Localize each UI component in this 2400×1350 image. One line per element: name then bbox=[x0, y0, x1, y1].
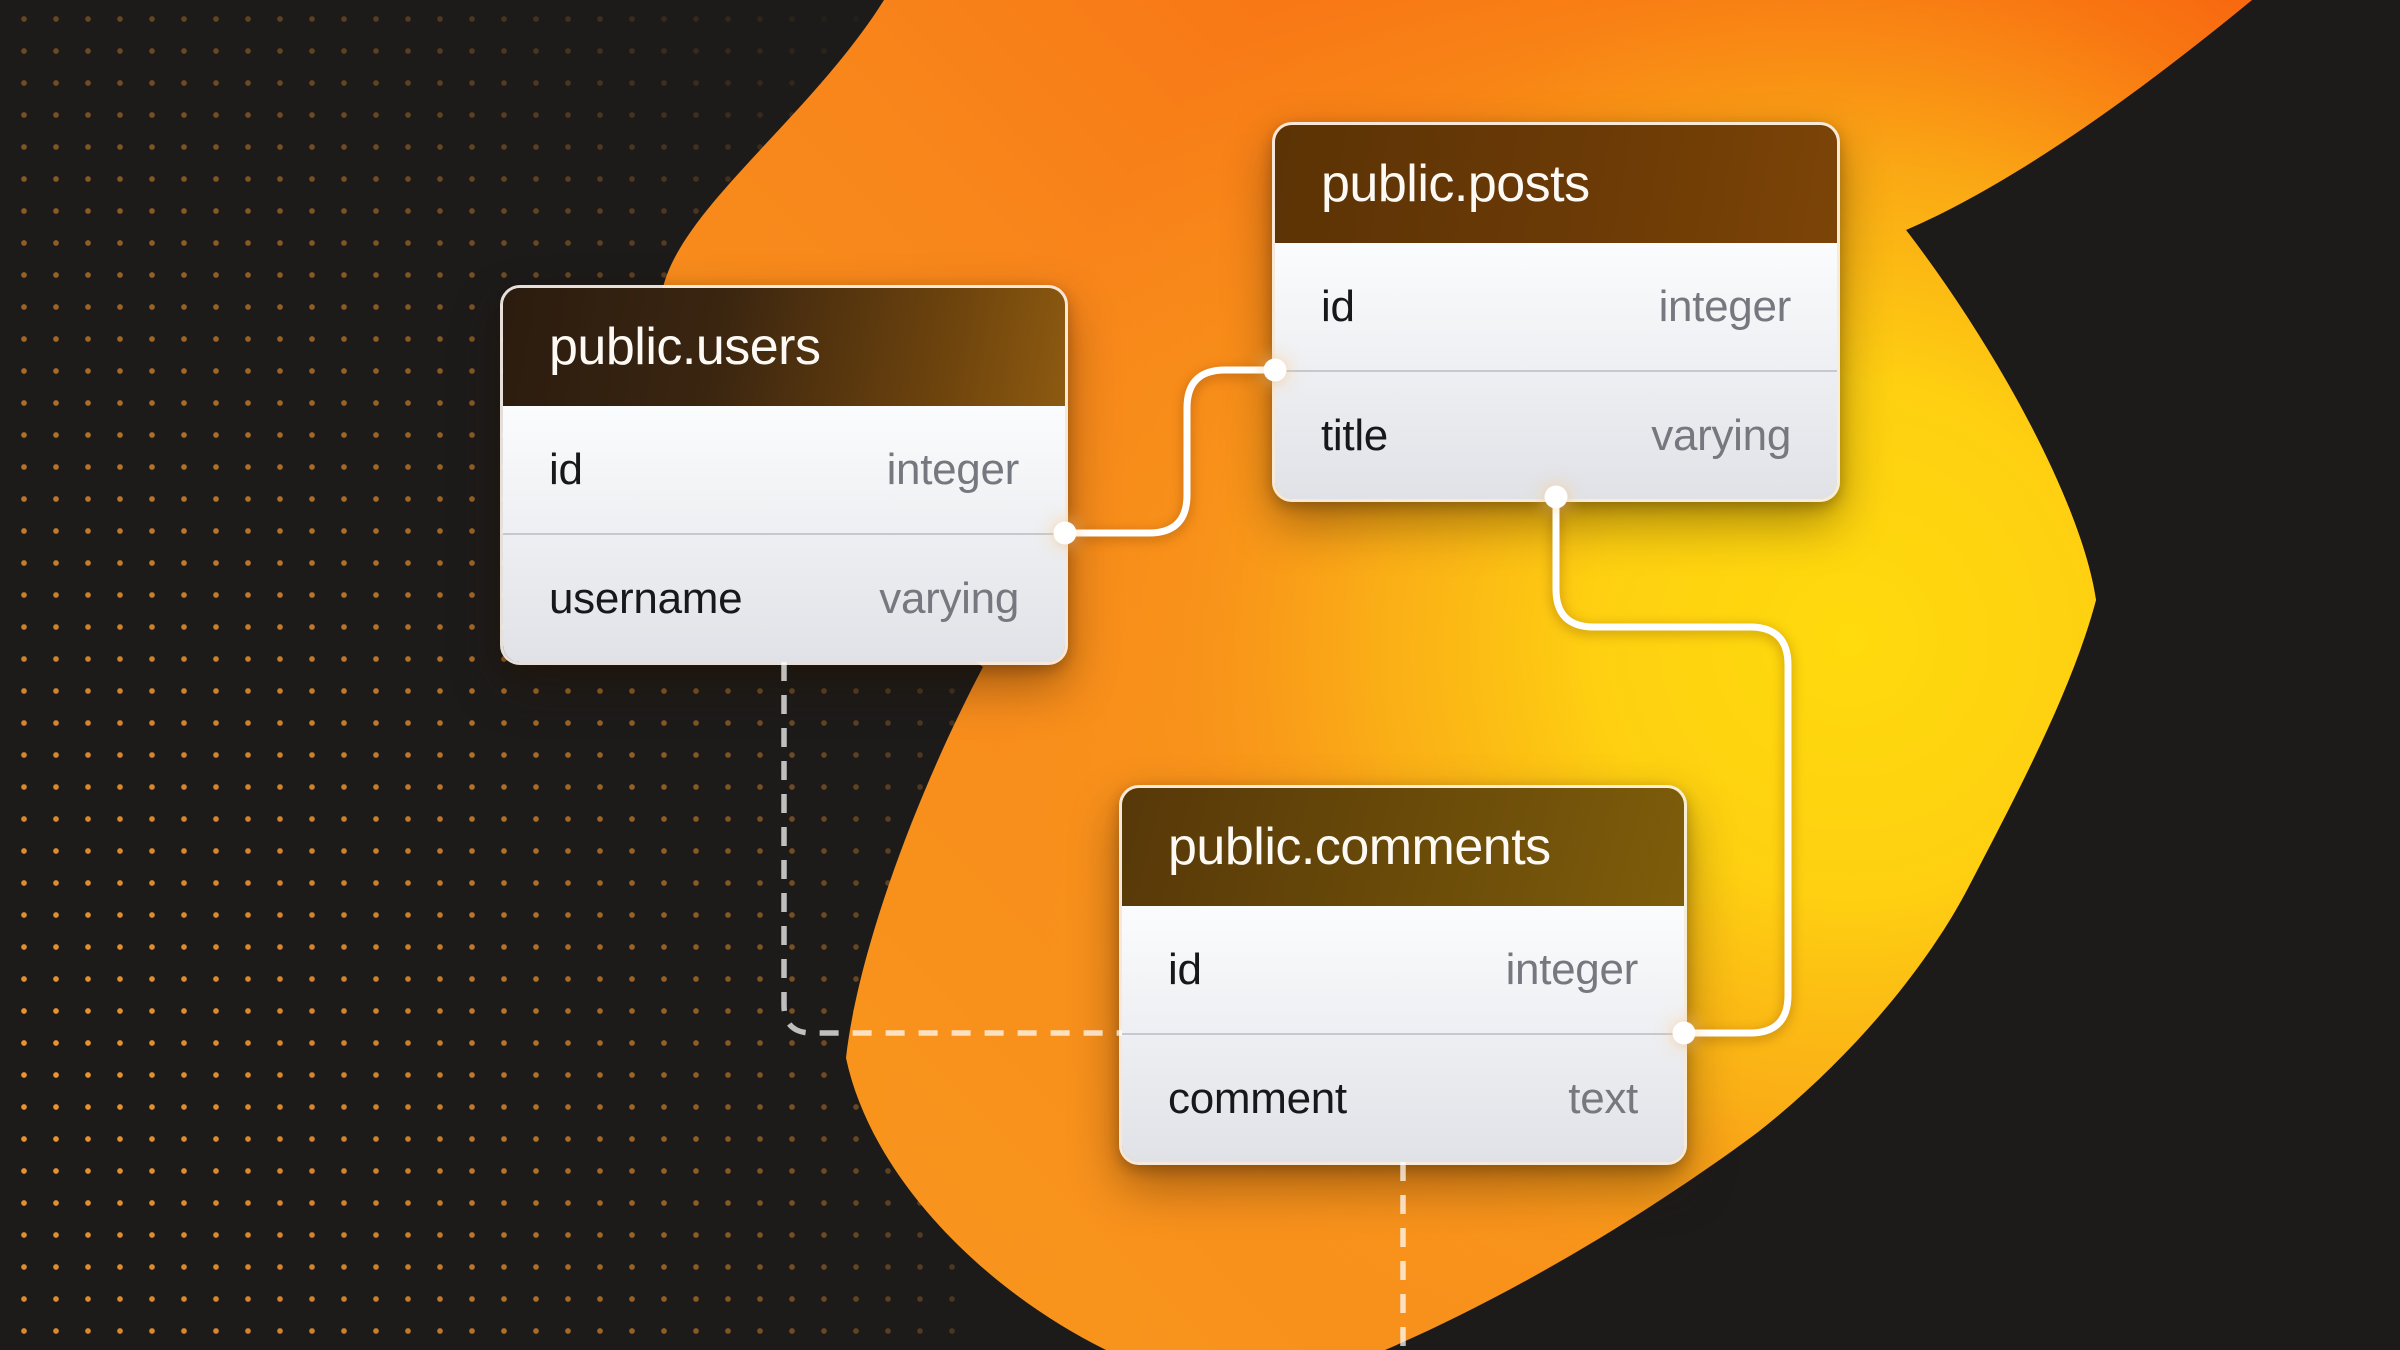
dot-grid-pattern bbox=[0, 0, 960, 1350]
table-header-posts: public.posts bbox=[1275, 125, 1837, 243]
column-row: id integer bbox=[1275, 243, 1837, 370]
column-type: integer bbox=[886, 444, 1020, 494]
column-name: title bbox=[1321, 410, 1388, 460]
connection-point-dot-posts-bottom[interactable] bbox=[1544, 485, 1568, 509]
connection-point-dot-posts-left[interactable] bbox=[1263, 358, 1287, 382]
connection-point-dot-comments-right[interactable] bbox=[1672, 1021, 1696, 1045]
column-type: varying bbox=[879, 573, 1019, 623]
column-type: integer bbox=[1658, 281, 1792, 331]
column-row: username varying bbox=[503, 533, 1065, 662]
table-title: public.comments bbox=[1168, 818, 1551, 876]
table-title: public.users bbox=[549, 318, 821, 376]
column-name: username bbox=[549, 573, 743, 623]
table-header-users: public.users bbox=[503, 288, 1065, 406]
column-row: id integer bbox=[503, 406, 1065, 533]
column-row: title varying bbox=[1275, 370, 1837, 499]
column-name: id bbox=[1168, 944, 1202, 994]
column-name: comment bbox=[1168, 1073, 1347, 1123]
table-body-users: id integer username varying bbox=[503, 406, 1065, 662]
table-node-comments[interactable]: public.comments id integer comment text bbox=[1119, 785, 1687, 1165]
table-node-users[interactable]: public.users id integer username varying bbox=[500, 285, 1068, 665]
connection-point-dot-users-id[interactable] bbox=[1053, 521, 1077, 545]
column-type: varying bbox=[1651, 410, 1791, 460]
column-type: text bbox=[1568, 1073, 1638, 1123]
column-type: integer bbox=[1505, 944, 1639, 994]
column-row: comment text bbox=[1122, 1033, 1684, 1162]
column-row: id integer bbox=[1122, 906, 1684, 1033]
table-body-posts: id integer title varying bbox=[1275, 243, 1837, 499]
relationship-line-users-posts bbox=[1061, 366, 1279, 537]
table-node-posts[interactable]: public.posts id integer title varying bbox=[1272, 122, 1840, 502]
column-name: id bbox=[1321, 281, 1355, 331]
table-body-comments: id integer comment text bbox=[1122, 906, 1684, 1162]
table-title: public.posts bbox=[1321, 155, 1590, 213]
column-name: id bbox=[549, 444, 583, 494]
table-header-comments: public.comments bbox=[1122, 788, 1684, 906]
